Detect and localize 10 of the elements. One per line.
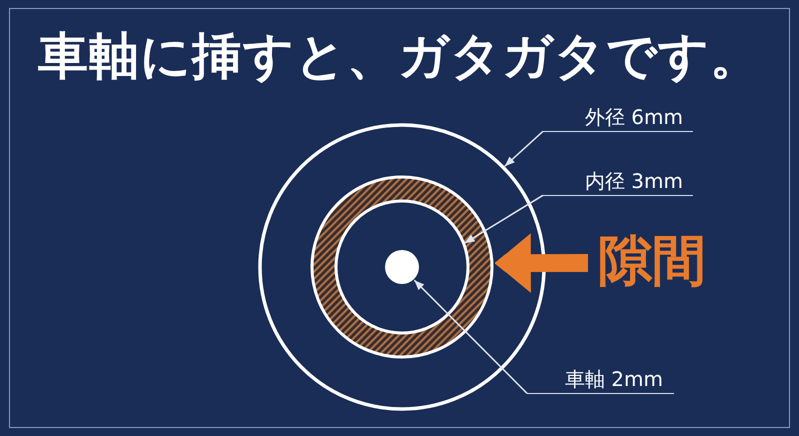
dimension-label: 外径 6mm <box>543 104 693 132</box>
dimension-label: 内径 3mm <box>543 168 693 196</box>
outer-circle <box>258 123 546 411</box>
leader-line <box>504 130 544 167</box>
leader-line <box>414 280 528 394</box>
title-heading: 車軸に挿すと、ガタガタです。 <box>38 26 761 87</box>
hatched-ring <box>310 176 494 358</box>
callout-label: 隙間 <box>588 228 706 294</box>
dimension-label: 車軸 2mm <box>527 366 674 394</box>
axle-dot <box>385 250 419 284</box>
